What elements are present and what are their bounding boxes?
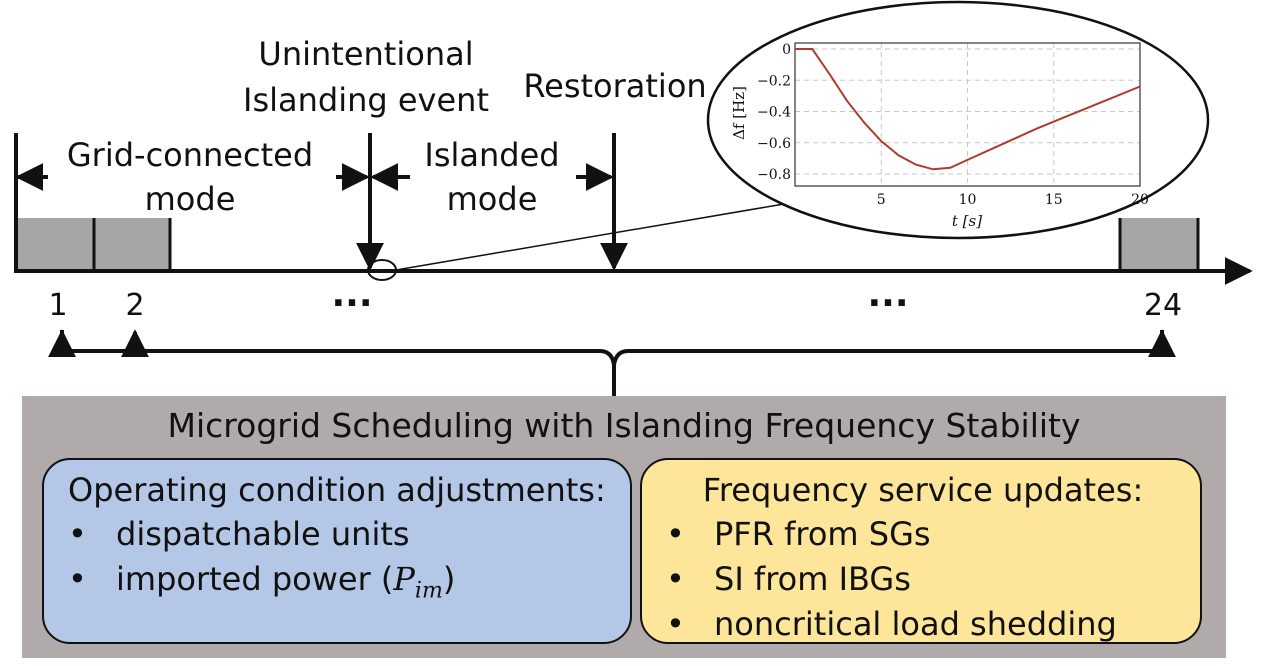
- timeline-diagram: Unintentional Islanding event Restoratio…: [14, 0, 1253, 398]
- operating-adjustments-box: Operating condition adjustments: • dispat…: [42, 458, 632, 644]
- frequency-services-title: Frequency service updates:: [702, 471, 1144, 509]
- list-item-label: dispatchable units: [116, 515, 410, 553]
- hour-block-24: [1120, 218, 1198, 271]
- scheduling-panel: Microgrid Scheduling with Islanding Freq…: [22, 396, 1226, 658]
- panel-title: Microgrid Scheduling with Islanding Freq…: [167, 406, 1081, 445]
- inset-curve: [795, 48, 1141, 171]
- operating-adjustments-title: Operating condition adjustments:: [68, 471, 606, 509]
- frequency-services-box: Frequency service updates: • PFR from SGs…: [640, 458, 1202, 644]
- bullet: •: [666, 605, 685, 643]
- list-item: • noncritical load shedding: [666, 602, 1180, 647]
- list-item-label: PFR from SGs: [714, 515, 931, 553]
- close-paren: ): [442, 560, 456, 598]
- list-item-label: SI from IBGs: [714, 560, 911, 598]
- list-item-label: noncritical load shedding: [714, 605, 1117, 643]
- operating-adjustments-list: • dispatchable units • imported power (Pim…: [68, 512, 610, 613]
- hour-block-1: [16, 218, 94, 271]
- pim-symbol: Pim: [393, 560, 442, 603]
- list-item: • imported power (Pim): [68, 557, 610, 613]
- inset-xtick-label: 20: [1131, 192, 1149, 208]
- pim-base: P: [393, 560, 415, 598]
- pim-subscript: im: [414, 578, 443, 604]
- bullet: •: [666, 515, 685, 553]
- zoom-connector: [395, 203, 785, 271]
- grid-mode-label-line2: mode: [145, 180, 236, 218]
- inset-ticks: 5 10 15 20 0 −0.2 −0.4 −0.6 −0.8: [757, 42, 1149, 208]
- frequency-services-list: • PFR from SGs • SI from IBGs • noncritical…: [666, 512, 1180, 647]
- bullet: •: [68, 515, 87, 553]
- inset-plot-frame: [794, 42, 1141, 187]
- event-label-line2: Islanding event: [243, 81, 489, 119]
- islanded-label-line2: mode: [447, 180, 538, 218]
- inset-chart: 5 10 15 20 0 −0.2 −0.4 −0.6 −0.8 t [s] Δf [Hz]: [706, 0, 1210, 240]
- event-label-line1: Unintentional: [258, 35, 473, 73]
- inset-xtick-label: 10: [959, 192, 977, 208]
- inset-ytick-label: −0.2: [757, 73, 791, 89]
- inset-xtick-label: 5: [877, 192, 886, 208]
- hour-label-1: 1: [48, 288, 67, 323]
- hour-label-2: 2: [125, 288, 144, 323]
- inset-ytick-label: 0: [782, 42, 791, 58]
- bullet: •: [666, 560, 685, 598]
- list-item: • PFR from SGs: [666, 512, 1180, 557]
- list-item: • SI from IBGs: [666, 557, 1180, 602]
- ellipsis-right: ...: [867, 274, 908, 315]
- inset-grid: [795, 43, 1141, 186]
- hour-block-2: [94, 218, 170, 271]
- inset-ellipse: [706, 0, 1210, 240]
- inset-xlabel: t [s]: [952, 212, 982, 230]
- grid-mode-label-line1: Grid-connected: [67, 136, 313, 174]
- inset-ytick-label: −0.4: [757, 105, 791, 121]
- hour-bracket: [60, 330, 1164, 398]
- list-item: • dispatchable units: [68, 512, 610, 557]
- inset-ylabel: Δf [Hz]: [730, 86, 748, 140]
- inset-ytick-label: −0.8: [757, 167, 791, 183]
- hour-label-24: 24: [1144, 288, 1182, 323]
- inset-xtick-label: 15: [1045, 192, 1063, 208]
- restoration-label: Restoration: [523, 67, 706, 105]
- ellipsis-left: ...: [331, 274, 372, 315]
- inset-ytick-label: −0.6: [757, 136, 791, 152]
- bullet: •: [68, 560, 87, 598]
- islanded-label-line1: Islanded: [424, 136, 559, 174]
- list-item-label: imported power (: [116, 560, 394, 598]
